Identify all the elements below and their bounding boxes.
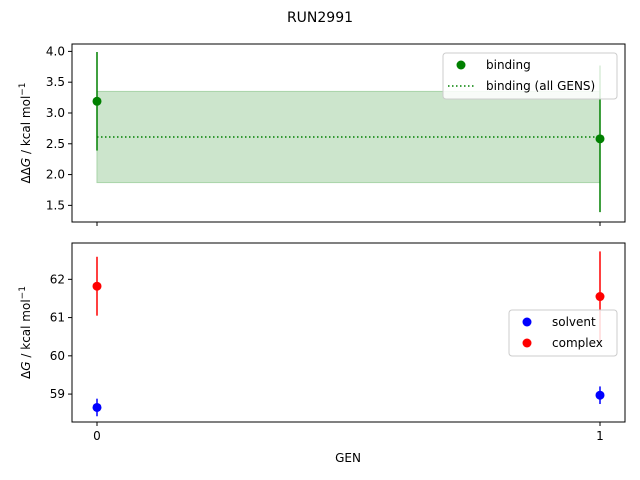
y-tick-label: 62 <box>50 272 65 286</box>
axes-frame <box>71 242 626 423</box>
y-tick-label: 59 <box>50 387 65 401</box>
binding-point-1 <box>595 134 605 144</box>
y-tick-label: 60 <box>50 349 65 363</box>
legend-marker <box>522 317 532 327</box>
legend-marker <box>456 60 466 70</box>
y-tick-label: 3.0 <box>46 106 65 120</box>
y-tick-label: 61 <box>50 311 65 325</box>
legend-frame <box>442 52 618 100</box>
axes-frame <box>71 43 626 223</box>
legend: solvent complex <box>508 309 618 357</box>
y-tick-label: 3.5 <box>46 75 65 89</box>
legend-label: solvent <box>552 315 596 329</box>
legend-label: binding (all GENS) <box>486 79 595 93</box>
y-tick-label: 2.5 <box>46 137 65 151</box>
x-tick-label: 1 <box>596 429 604 443</box>
y-tick-label: 4.0 <box>46 44 65 58</box>
legend-frame <box>508 309 618 357</box>
panel-2: 59 60 61 62 0 1 ΔG / kcal mol−1 solvent complex <box>18 242 626 443</box>
y-tick-label: 2.0 <box>46 168 65 182</box>
legend: binding binding (all GENS) <box>442 52 618 100</box>
legend-label: binding <box>486 58 531 72</box>
chart-title: RUN2991 <box>287 10 353 26</box>
x-tick-label: 0 <box>93 429 101 443</box>
solvent-point-0 <box>92 402 102 412</box>
y-axis-label: ΔΔG / kcal mol−1 <box>18 82 33 183</box>
binding-point-0 <box>92 96 102 106</box>
complex-point-1 <box>595 292 605 302</box>
solvent-point-1 <box>595 390 605 400</box>
complex-point-0 <box>92 281 102 291</box>
y-tick-label: 1.5 <box>46 198 65 212</box>
legend-label: complex <box>552 336 603 350</box>
x-axis-label: GEN <box>335 451 361 465</box>
y-axis-label: ΔG / kcal mol−1 <box>18 286 33 379</box>
legend-marker <box>522 338 532 348</box>
confidence-band <box>96 90 601 184</box>
